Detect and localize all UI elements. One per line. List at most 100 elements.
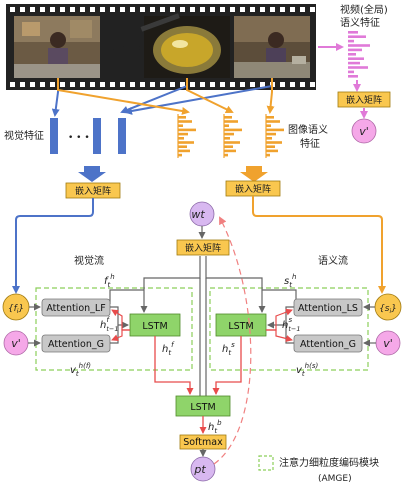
semantic-stream-label: 语义流	[318, 254, 348, 267]
semantic-bar	[224, 128, 242, 132]
film-perforation	[10, 7, 15, 12]
semantic-bar	[224, 137, 230, 140]
film-perforation	[170, 82, 175, 87]
film-perforation	[280, 7, 285, 12]
film-perforation	[100, 82, 105, 87]
film-perforation	[180, 82, 185, 87]
semantic-bar	[348, 66, 368, 69]
frame-to-feature-arrows	[51, 78, 275, 117]
film-perforation	[300, 82, 305, 87]
visual-feature-label: 视觉特征	[4, 129, 44, 142]
visual-to-embed-arrow	[78, 166, 106, 182]
film-ellipsis: • • •	[108, 42, 142, 57]
semantic-bar	[348, 70, 354, 74]
video-frame-3	[234, 16, 310, 78]
legend-dashed-box	[258, 455, 274, 471]
semantic-bar	[266, 137, 272, 140]
film-perforation	[280, 82, 285, 87]
film-perforation	[90, 7, 95, 12]
embed-matrix-global-label: 嵌入矩阵	[346, 94, 382, 106]
film-perforation	[180, 7, 185, 12]
film-perforation	[140, 82, 145, 87]
film-perforation	[40, 82, 45, 87]
semantic-bar	[178, 124, 183, 127]
video-global-label-line1: 视频(全局)	[340, 3, 388, 16]
v-prime-right-label: v'	[383, 337, 393, 350]
film-perforation	[190, 7, 195, 12]
film-perforation	[240, 82, 245, 87]
image-semantic-label-line1: 图像语义	[288, 124, 328, 136]
film-strip: • • •	[6, 4, 316, 90]
film-perforation	[150, 82, 155, 87]
embed-matrix-box-global	[337, 91, 391, 108]
semantic-bar	[178, 145, 187, 148]
semantic-bar	[224, 116, 232, 119]
embed-to-fi-path	[12, 198, 94, 294]
film-perforation	[120, 82, 125, 87]
semantic-bar	[348, 39, 354, 43]
film-perforation	[290, 82, 295, 87]
film-perforation	[70, 82, 75, 87]
film-perforation	[140, 7, 145, 12]
wt-label: wt	[191, 208, 205, 221]
ht1-s-label: ht−1s	[282, 316, 300, 333]
film-perforation	[200, 82, 205, 87]
semantic-bar	[178, 141, 194, 144]
fi-label: {fi}	[8, 304, 24, 315]
film-perforation	[240, 7, 245, 12]
film-perforation	[150, 7, 155, 12]
st-h-label: sth	[284, 273, 296, 289]
visual-feature-vector-3	[118, 118, 126, 154]
hidden-feedback-arrows	[111, 308, 293, 342]
amge-region-visual	[35, 287, 193, 371]
film-perforation	[60, 82, 65, 87]
film-perforation	[80, 82, 85, 87]
attention-g-left-label: Attention_G	[48, 339, 104, 350]
attention-to-lstm-arrows	[110, 306, 294, 344]
semantic-bar	[266, 128, 284, 132]
film-perforation	[110, 82, 115, 87]
lstm-visual-label: LSTM	[142, 321, 167, 332]
film-perforation	[90, 82, 95, 87]
film-perforation	[130, 82, 135, 87]
semantic-bar	[266, 124, 271, 127]
film-perforation	[210, 82, 215, 87]
visual-feature-vector-2	[93, 118, 101, 154]
pt-label: pt	[193, 463, 206, 476]
film-perforation	[40, 7, 45, 12]
image-semantic-label-line2: 特征	[300, 138, 320, 150]
film-perforation	[20, 7, 25, 12]
attention-ls-label: Attention_LS	[298, 303, 358, 314]
video-global-semantic-bars	[348, 31, 370, 78]
film-perforation	[310, 7, 315, 12]
semantic-bar	[266, 141, 282, 144]
film-perforation	[70, 7, 75, 12]
pt-to-wt-feedback	[213, 216, 252, 465]
film-perforation	[50, 7, 55, 12]
film-perforation	[230, 82, 235, 87]
semantic-to-embed-arrow	[240, 166, 268, 182]
film-perforation	[120, 7, 125, 12]
film-perforation	[220, 82, 225, 87]
film-perforation	[210, 7, 215, 12]
stream-to-output-lstm-arrows	[154, 336, 242, 395]
semantic-bar	[224, 124, 229, 127]
film-perforation	[30, 7, 35, 12]
semantic-bar	[178, 153, 182, 157]
film-perforation	[250, 82, 255, 87]
semantic-bar	[348, 53, 356, 56]
embed-matrix-word-label: 嵌入矩阵	[185, 242, 221, 254]
film-perforation	[260, 7, 265, 12]
lstm-output-label: LSTM	[190, 402, 215, 413]
embed-matrix-semantic-label: 嵌入矩阵	[235, 183, 271, 195]
film-perforation	[60, 7, 65, 12]
semantic-bar	[348, 75, 358, 78]
film-perforation	[130, 7, 135, 12]
semantic-bar	[266, 120, 280, 123]
semantic-bar	[224, 132, 234, 136]
film-perforation	[170, 7, 175, 12]
semantic-bar	[178, 120, 192, 123]
semantic-bar	[348, 57, 364, 60]
semantic-bar	[224, 149, 236, 153]
